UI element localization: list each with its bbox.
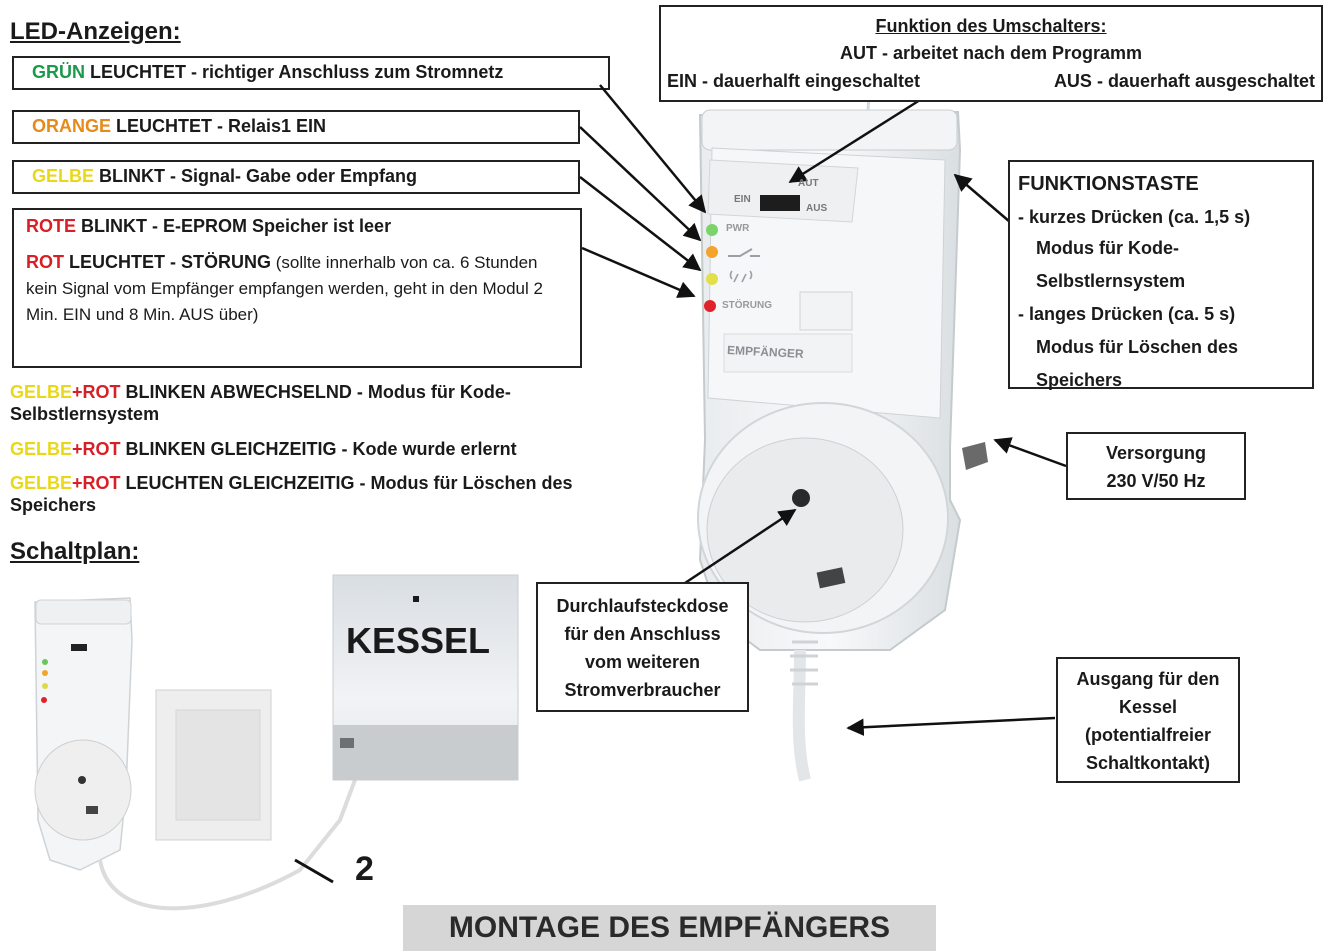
led-yellow (706, 273, 718, 285)
output-line2: Kessel (1118, 697, 1178, 717)
arrow-function-key (953, 173, 1011, 223)
switch-aut-desc: AUT - arbeitet nach dem Programm (839, 43, 1143, 63)
label-ein: EIN (734, 194, 751, 205)
combo1-yellow: GELBE (10, 382, 73, 402)
combo-simultaneous: GELBE+ROT BLINKEN GLEICHZEITIG - Kode wu… (10, 438, 650, 460)
combo3-yellow: GELBE (10, 473, 73, 493)
switch-aus-desc: AUS - dauerhaft ausgeschaltet (1053, 71, 1315, 91)
wire-mark (294, 858, 334, 884)
receiver-device (697, 79, 988, 782)
combo1-desc: BLINKEN ABWECHSELND - Modus für Kode-Sel… (10, 382, 511, 424)
antenna-icon (729, 270, 753, 283)
red-steady-detail: (sollte innerhalb von ca. 6 Stunden kein… (26, 253, 543, 324)
orange-desc: LEUCHTET - Relais1 EIN (111, 116, 327, 136)
red-steady-word: ROT (26, 252, 64, 272)
boiler-illustration (332, 574, 519, 781)
schaltplan-heading: Schaltplan: (10, 538, 140, 565)
led-orange (706, 246, 718, 258)
yellow-desc: BLINKT - Signal- Gabe oder Empfang (94, 166, 418, 186)
boiler-label: KESSEL (346, 620, 491, 661)
led-red-box: ROTE BLINKT - E-EPROM Speicher ist leer … (12, 208, 582, 368)
led-green-box: GRÜN LEUCHTET - richtiger Anschluss zum … (12, 56, 610, 90)
function-key-box: FUNKTIONSTASTE - kurzes Drücken (ca. 1,5… (1008, 160, 1314, 390)
output-box: Ausgang für den Kessel (potentialfreier … (1056, 657, 1240, 783)
footer-title: MONTAGE DES EMPFÄNGERS (403, 905, 936, 951)
combo3-plus: + (72, 473, 83, 493)
arrow-yellow (579, 176, 702, 272)
orange-word: ORANGE (32, 116, 112, 136)
socket-line2: für den Anschluss (564, 624, 721, 644)
label-pwr: PWR (726, 223, 750, 234)
red-steady-desc: LEUCHTET - STÖRUNG (64, 252, 271, 272)
combo3-desc: LEUCHTEN GLEICHZEITIG - Modus für Lösche… (10, 473, 573, 515)
output-line3: (potentialfreier (1084, 725, 1212, 745)
socket-box: Durchlaufsteckdose für den Anschluss vom… (536, 582, 749, 712)
combo-alternating: GELBE+ROT BLINKEN ABWECHSELND - Modus fü… (10, 381, 570, 425)
relay-icon (728, 248, 760, 257)
combo2-red: ROT (82, 439, 121, 459)
red-blink-word: ROTE (26, 216, 77, 236)
arrow-supply (993, 437, 1067, 468)
supply-box: Versorgung 230 V/50 Hz (1066, 432, 1246, 500)
combo2-plus: + (72, 439, 83, 459)
function-key-short-mode2: Selbstlernsystem (1036, 271, 1186, 291)
socket-line4: Stromverbraucher (564, 680, 721, 700)
led-yellow-box: GELBE BLINKT - Signal- Gabe oder Empfang (12, 160, 580, 194)
green-word: GRÜN (32, 62, 85, 82)
receiver-mounted-device (34, 597, 357, 911)
arrow-output (846, 716, 1056, 736)
arrow-green (599, 84, 707, 214)
label-stoerung: STÖRUNG (722, 300, 772, 311)
red-blink-desc: BLINKT - E-EPROM Speicher ist leer (76, 216, 392, 236)
led-red (704, 300, 716, 312)
combo2-yellow: GELBE (10, 439, 73, 459)
function-key-short: - kurzes Drücken (ca. 1,5 s) (1018, 207, 1251, 227)
combo1-plus: + (72, 382, 83, 402)
output-line4: Schaltkontakt) (1085, 753, 1211, 773)
switch-title: Funktion des Umschalters: (875, 16, 1107, 36)
yellow-word: GELBE (32, 166, 95, 186)
combo1-red: ROT (82, 382, 121, 402)
combo3-red: ROT (82, 473, 121, 493)
function-key-long: - langes Drücken (ca. 5 s) (1018, 304, 1236, 324)
arrow-switch (788, 98, 921, 184)
output-line1: Ausgang für den (1076, 669, 1220, 689)
combo2-desc: BLINKEN GLEICHZEITIG - Kode wurde erlern… (120, 439, 517, 459)
function-key-title: FUNKTIONSTASTE (1018, 173, 1199, 195)
arrow-socket (681, 508, 797, 587)
green-desc: LEUCHTET - richtiger Anschluss zum Strom… (85, 62, 504, 82)
supply-label: Versorgung (1105, 443, 1207, 463)
label-aus: AUS (806, 203, 828, 214)
arrow-orange (579, 126, 702, 242)
led-orange-box: ORANGE LEUCHTET - Relais1 EIN (12, 110, 580, 144)
arrow-red (581, 246, 696, 298)
function-key-short-mode: Modus für Kode- (1036, 238, 1179, 258)
wire-count: 2 (355, 850, 374, 888)
switch-function-box: Funktion des Umschalters: AUT - arbeitet… (659, 5, 1323, 102)
led-heading: LED-Anzeigen: (10, 18, 181, 45)
socket-line1: Durchlaufsteckdose (556, 596, 729, 616)
supply-value: 230 V/50 Hz (1106, 471, 1206, 491)
switch-ein-desc: EIN - dauerhalft eingeschaltet (667, 71, 921, 91)
mode-switch (760, 195, 800, 211)
function-key-long-mode: Modus für Löschen des (1036, 337, 1239, 357)
function-key-long-mode2: Speichers (1036, 370, 1123, 390)
combo-steady: GELBE+ROT LEUCHTEN GLEICHZEITIG - Modus … (10, 472, 580, 516)
label-aut: AUT (798, 178, 819, 189)
led-green (706, 224, 718, 236)
function-button (799, 291, 853, 331)
socket-line3: vom weiteren (584, 652, 701, 672)
